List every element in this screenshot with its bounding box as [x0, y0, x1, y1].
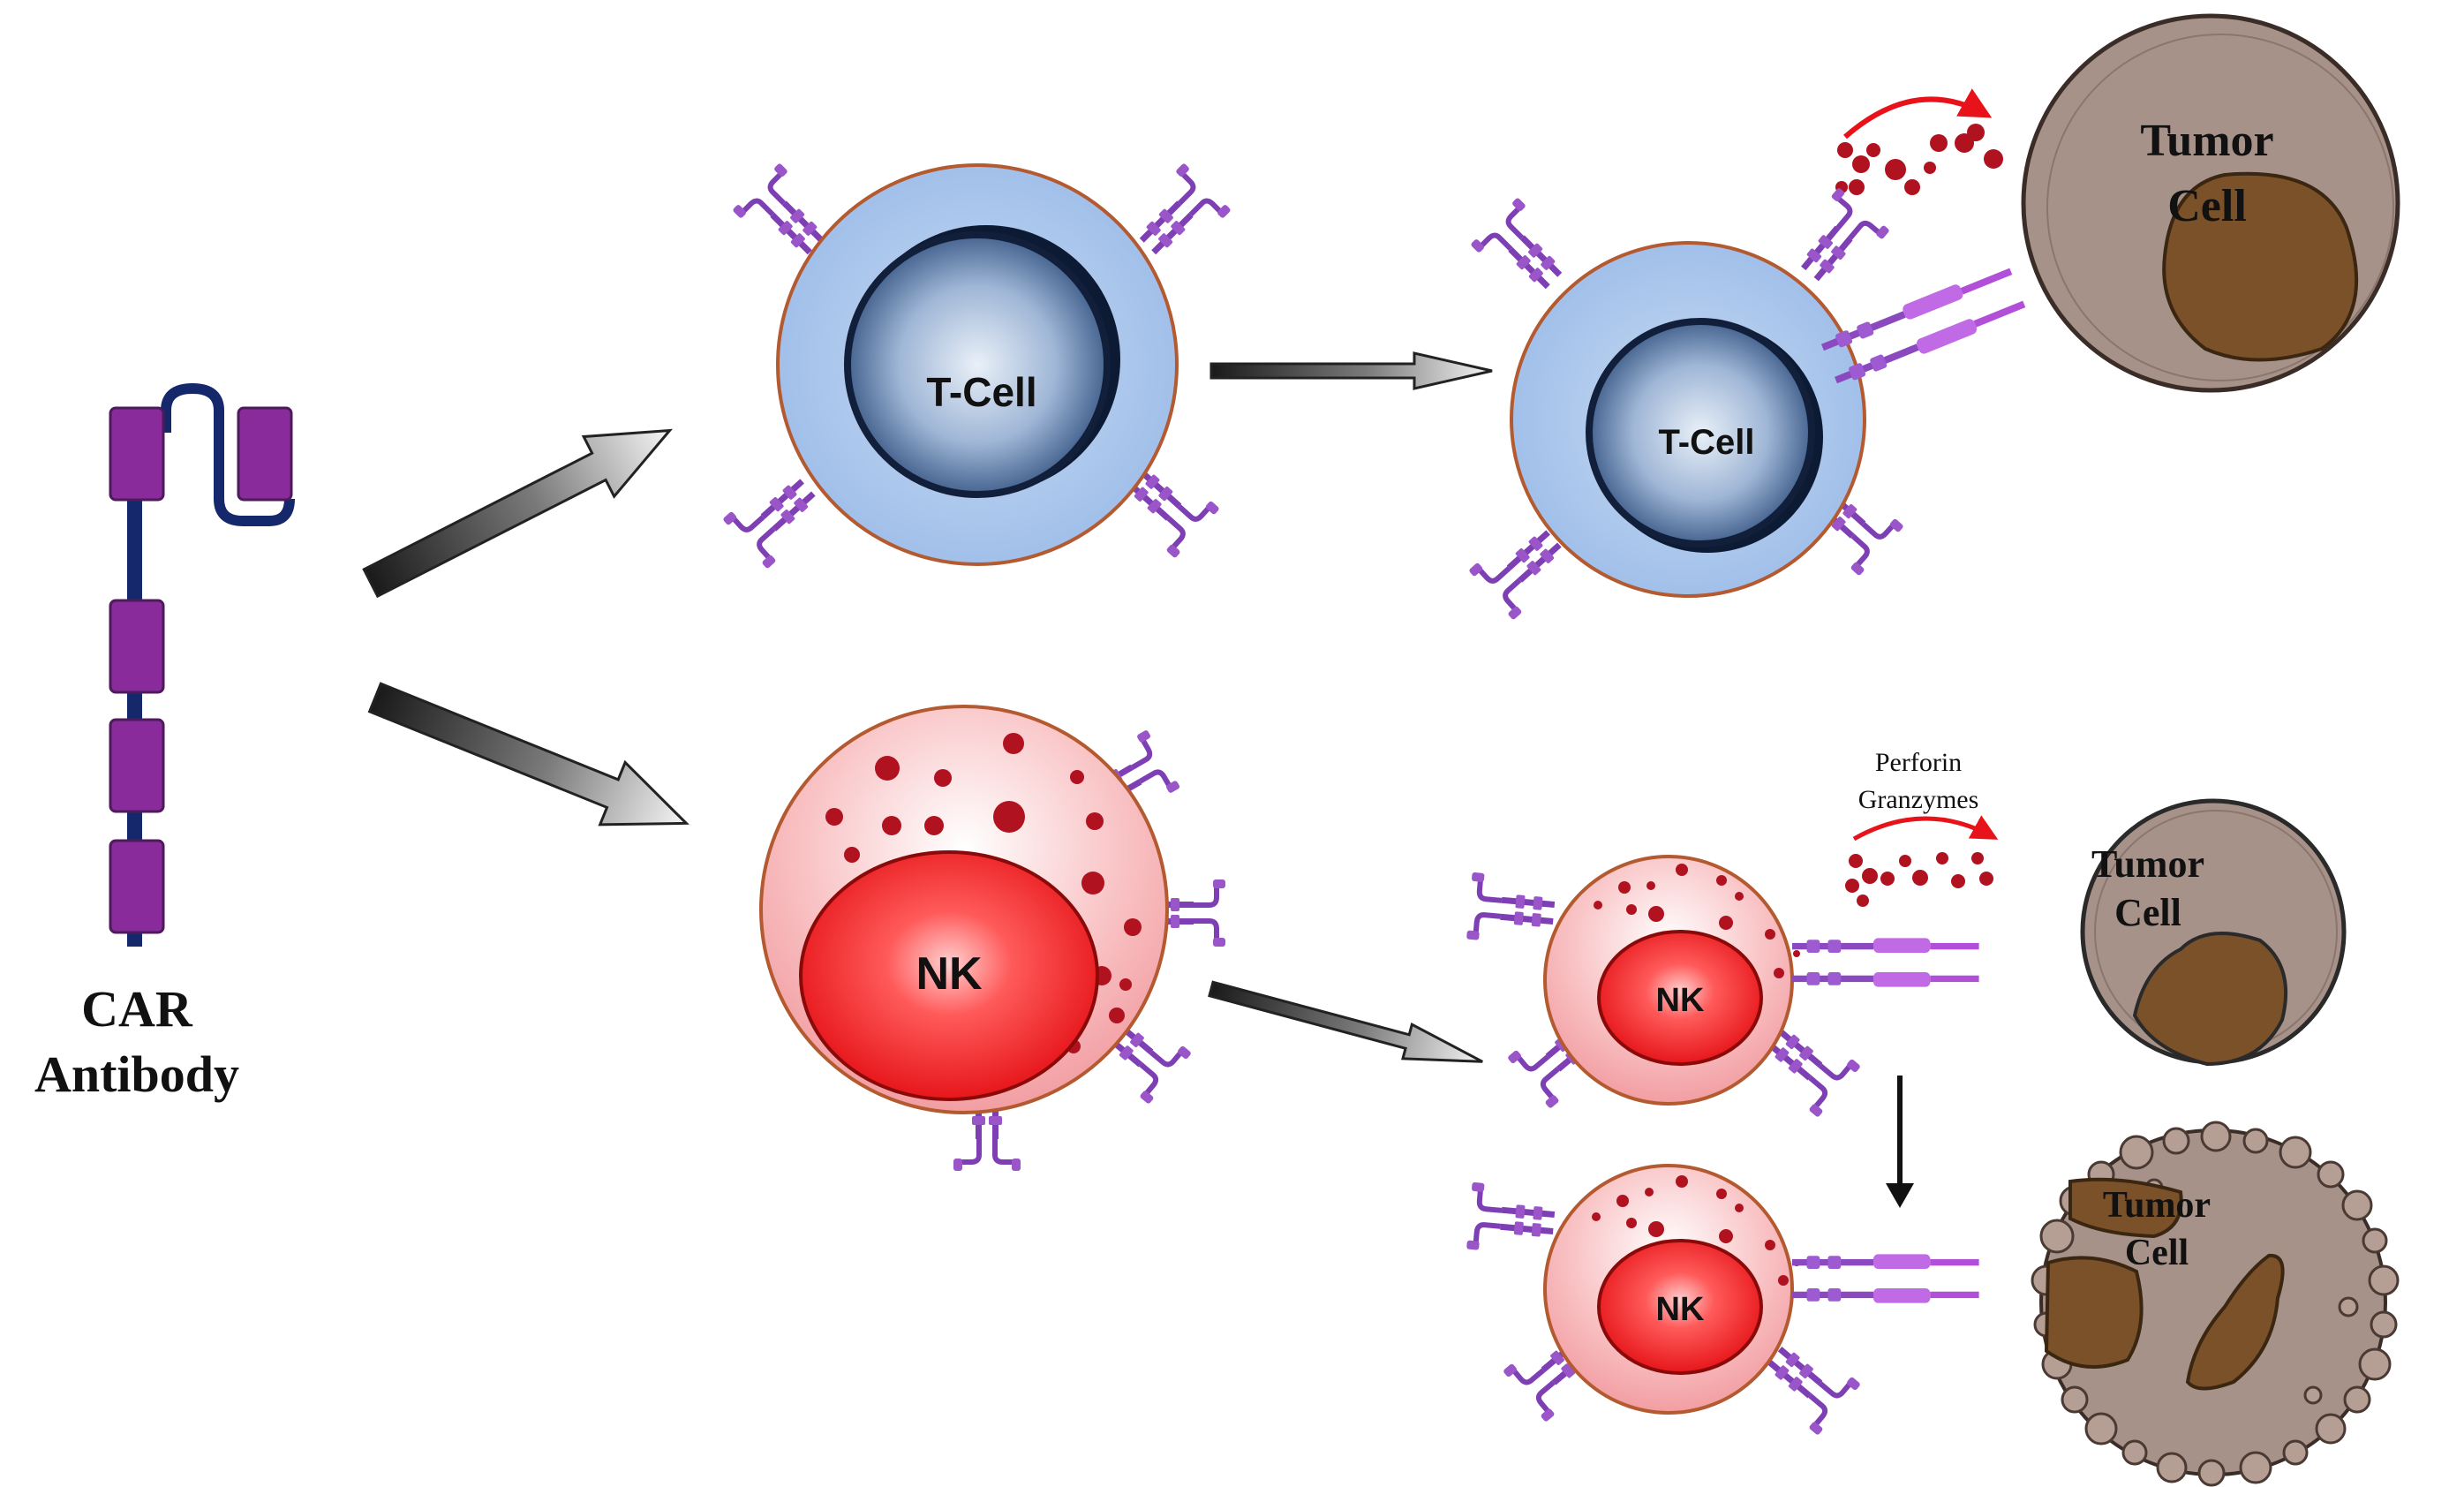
car-domain-scfv-2: [237, 406, 293, 502]
tumor-top-label-line2: Cell: [2167, 181, 2247, 231]
nk-large-nucleus: [799, 850, 1099, 1101]
t-cell-engaged: T-Cell: [1468, 197, 2028, 620]
nk-bottom-nucleus: [1597, 1239, 1763, 1375]
tumor-bottom-fragment-3: [2185, 1253, 2285, 1391]
granzymes-label: Granzymes: [1858, 785, 1979, 814]
car-domain-hinge: [109, 599, 165, 694]
granule-release-top: [1835, 88, 2003, 195]
arrow-tcell-to-engaged: [1209, 351, 1493, 390]
arrow-down-killing: [1886, 1076, 1914, 1208]
t-cell-small-label: T-Cell: [1659, 423, 1755, 462]
car-domain-scfv-1: [109, 406, 165, 502]
t-cell-engaged-receptor-upper: [1784, 187, 1890, 295]
nk-mid-nucleus: [1597, 930, 1763, 1066]
car-label-line2: Antibody: [34, 1045, 239, 1103]
t-cell-large: T-Cell: [722, 162, 1232, 569]
arrow-car-to-nk: [367, 682, 689, 827]
perforin-label: Perforin: [1875, 748, 1962, 777]
nk-bottom-label: NK: [1656, 1291, 1705, 1328]
nk-cell-bottom: NK: [1466, 1164, 1979, 1436]
arrow-car-to-tcell: [362, 428, 674, 599]
tumor-top-nucleus: [2162, 171, 2359, 362]
tumor-cell-mid: Tumor Cell: [2080, 798, 2347, 1067]
nk-large-label: NK: [916, 948, 983, 1000]
t-cell-engaged-nucleus: [1586, 318, 1815, 547]
tumor-mid-nucleus: [2132, 932, 2288, 1067]
car-antibody: CAR Antibody: [34, 382, 295, 1103]
arrow-nk-to-engaged: [1208, 980, 1483, 1063]
tumor-bottom-fragment-1: [2068, 1177, 2183, 1239]
nk-mid-label: NK: [1656, 982, 1705, 1019]
nk-cell-mid: NK: [1466, 855, 1979, 1118]
t-cell-large-label: T-Cell: [926, 369, 1036, 415]
car-label-line1: CAR: [81, 980, 193, 1038]
car-linker: [161, 382, 295, 526]
tumor-bottom-label-line2: Cell: [2125, 1233, 2189, 1273]
nk-mid-granules: [1594, 864, 1800, 978]
tumor-cell-top: Tumor Cell: [2021, 13, 2400, 393]
nk-cell-large: NK: [759, 705, 1225, 1171]
tumor-bottom-fragment-2: [2044, 1256, 2144, 1369]
car-domain-costim: [109, 718, 165, 813]
tumor-mid-label-line2: Cell: [2114, 891, 2181, 934]
t-cell-nucleus: [844, 231, 1111, 498]
tumor-top-label-line1: Tumor: [2140, 116, 2273, 166]
car-domain-signal: [109, 839, 165, 934]
perforin-granzymes-release: Perforin Granzymes: [1845, 748, 1999, 907]
tumor-mid-label-line1: Tumor: [2091, 842, 2204, 886]
tumor-bottom-label-line1: Tumor: [2103, 1185, 2211, 1226]
tumor-cell-bottom: Tumor Cell: [2031, 1121, 2400, 1487]
